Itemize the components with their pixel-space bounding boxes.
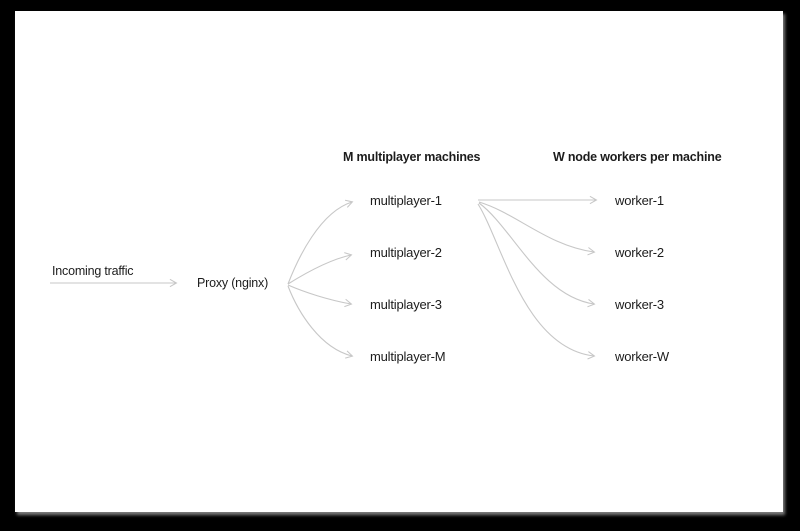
node-multiplayer-3: multiplayer-3 — [370, 297, 442, 312]
arrow-proxy-to-multiplayer-M — [287, 285, 354, 359]
node-multiplayer-M: multiplayer-M — [370, 349, 446, 364]
column-header-node-workers: W node workers per machine — [553, 150, 722, 164]
diagram-card: M multiplayer machines W node workers pe… — [15, 11, 783, 512]
node-worker-W: worker-W — [615, 349, 670, 364]
arrow-multiplayer1-to-worker-W — [477, 203, 596, 360]
node-worker-2: worker-2 — [615, 245, 664, 260]
arrow-proxy-to-multiplayer-3 — [287, 284, 353, 308]
arrow-proxy-to-multiplayer-2 — [287, 252, 353, 285]
proxy-nginx-label: Proxy (nginx) — [197, 276, 269, 290]
node-worker-3: worker-3 — [615, 297, 664, 312]
column-header-multiplayer-machines: M multiplayer machines — [343, 150, 481, 164]
arrow-proxy-to-multiplayer-1 — [287, 199, 354, 285]
node-multiplayer-1: multiplayer-1 — [370, 193, 442, 208]
node-worker-1: worker-1 — [615, 193, 664, 208]
arrow-multiplayer1-to-worker-3 — [478, 202, 596, 308]
incoming-traffic-label: Incoming traffic — [52, 264, 134, 278]
arrow-multiplayer1-to-worker-2 — [478, 201, 596, 256]
node-multiplayer-2: multiplayer-2 — [370, 245, 442, 260]
